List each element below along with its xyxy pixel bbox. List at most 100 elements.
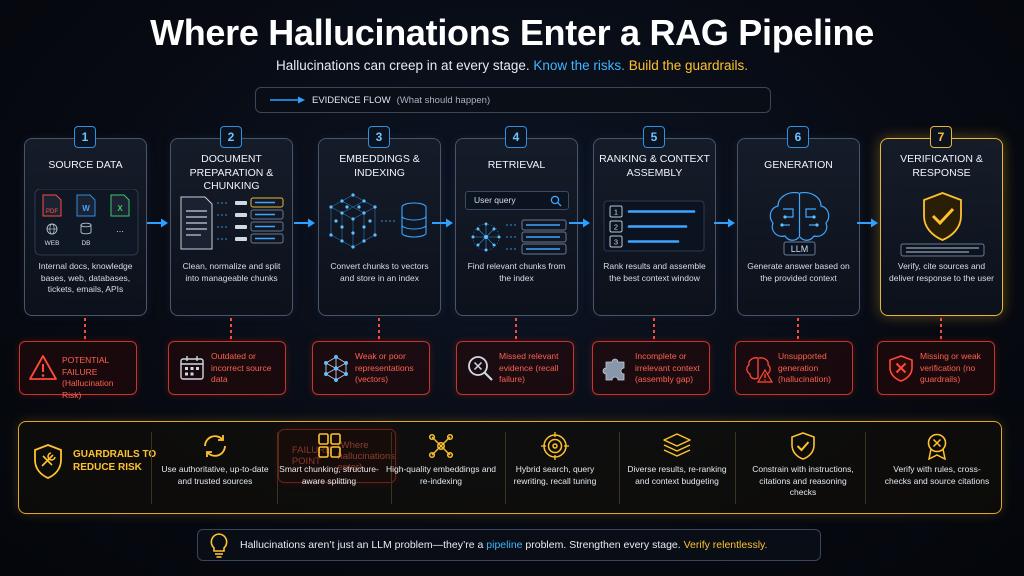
subtitle-guard: Build the guardrails.: [628, 58, 749, 73]
failure-box-retrieval: Missed relevant evidence (recall failure…: [456, 341, 574, 395]
failure-text: Weak or poor representations (vectors): [355, 351, 414, 384]
ranked-list-icon: 1 2 3: [603, 200, 705, 252]
footer-highlight: pipeline: [486, 539, 523, 551]
subtitle-risk: Know the risks.: [533, 58, 625, 73]
vector-dot: [340, 239, 344, 243]
subtitle-lead: Hallucinations can creep in at every sta…: [275, 58, 530, 73]
failure-text: Missed relevant evidence (recall failure…: [499, 351, 559, 384]
file-label: X: [117, 204, 123, 213]
failure-text: Unsupported generation (hallucination): [778, 351, 831, 384]
vector-dot: [368, 219, 372, 223]
lightbulb-icon: [210, 533, 228, 558]
guardrail-item: High-quality embeddings and re-indexing: [385, 430, 497, 510]
stage-number: 7: [930, 126, 952, 148]
failure-box-potential: POTENTIAL FAILURE (Hallucination Risk): [19, 341, 137, 400]
stage-document-preparation: DOCUMENT PREPARATION & CHUNKING: [170, 138, 293, 316]
brain-icon: LLM: [769, 192, 830, 256]
failure-connector: [797, 318, 799, 340]
query-placeholder: User query: [474, 195, 516, 205]
failure-box-embeddings: Weak or poor representations (vectors): [312, 341, 430, 395]
document-split-icon: [180, 196, 284, 250]
failure-connector: [378, 318, 380, 340]
guardrail-item: Constrain with instructions, citations a…: [747, 430, 859, 510]
file-label: W: [82, 204, 90, 213]
rank-label: 1: [614, 208, 618, 217]
stage-source-data: SOURCE DATA PDF W X WEB DB ... Internal …: [24, 138, 147, 316]
page-title: Where Hallucinations Enter a RAG Pipelin…: [150, 12, 874, 53]
stage-embeddings-indexing: EMBEDDINGS & INDEXING Convert chunks to …: [318, 138, 441, 316]
rank-label: 3: [614, 238, 618, 247]
nodes-icon: [428, 433, 454, 459]
stage-title: GENERATION: [764, 159, 833, 171]
vector-dot: [345, 205, 349, 209]
failure-connector: [84, 318, 86, 340]
search-icon: [550, 195, 562, 207]
stage-number: 3: [368, 126, 390, 148]
file-label: WEB: [45, 240, 60, 247]
stage-title: VERIFICATION & RESPONSE: [900, 153, 983, 179]
vector-dot: [329, 233, 333, 237]
vector-dot: [351, 193, 355, 197]
vector-dot: [351, 231, 355, 235]
failure-connector: [653, 318, 655, 340]
failure-connector: [515, 318, 517, 340]
guardrail-text: High-quality embeddings and re-indexing: [385, 464, 497, 486]
flow-arrow-icon: [294, 218, 315, 228]
vector-dot: [340, 211, 344, 215]
vector-dot: [329, 205, 333, 209]
stage-desc: Find relevant chunks from the index: [467, 261, 566, 283]
failure-text: Incomplete or irrelevant context (assemb…: [635, 351, 700, 384]
file-label: PDF: [46, 209, 58, 215]
footer-part2: problem. Strengthen every stage.: [525, 539, 681, 551]
guardrails-panel: GUARDRAILS TO REDUCE RISK Use authoritat…: [18, 421, 1002, 514]
failure-box-verification: Missing or weak verification (no guardra…: [877, 341, 995, 395]
llm-label: LLM: [791, 244, 809, 254]
vector-dot: [340, 225, 344, 229]
stage-title: RANKING & CONTEXT ASSEMBLY: [599, 153, 710, 179]
shield-check-icon: [900, 192, 985, 257]
vector-dot: [351, 217, 355, 221]
stage-number: 6: [787, 126, 809, 148]
stage-ranking-context: RANKING & CONTEXT ASSEMBLY 1 2 3 Rank re…: [593, 138, 716, 316]
stage-title: DOCUMENT PREPARATION & CHUNKING: [189, 153, 274, 192]
stage-desc: Internal docs, knowledge bases, web, dat…: [38, 261, 133, 294]
guardrail-text: Hybrid search, query rewriting, recall t…: [513, 464, 597, 486]
stage-verification-response: VERIFICATION & RESPONSE Verify, cite sou…: [880, 138, 1003, 316]
flow-arrow-icon: [432, 218, 453, 228]
shield-tools-icon: [34, 444, 62, 479]
vector-dot: [373, 233, 377, 237]
vector-dot: [362, 239, 366, 243]
failure-box-generation: Unsupported generation (hallucination): [735, 341, 853, 395]
rank-label: 2: [614, 223, 618, 232]
retrieval-network-icon: [471, 219, 567, 255]
flow-arrow-icon: [714, 218, 735, 228]
guardrail-text: Use authoritative, up-to-date and truste…: [161, 464, 269, 486]
guardrail-text: Diverse results, re-ranking and context …: [627, 464, 727, 486]
stage-retrieval: RETRIEVAL User query: [455, 138, 578, 316]
network-icon: [324, 355, 348, 382]
stage-desc: Verify, cite sources and deliver respons…: [889, 261, 994, 283]
guardrail-item: Verify with rules, cross-checks and sour…: [881, 430, 993, 510]
guardrail-item: Use authoritative, up-to-date and truste…: [159, 430, 271, 510]
vector-dot: [362, 199, 366, 203]
footer-emphasis: Verify relentlessly.: [683, 539, 768, 551]
target-icon: [541, 432, 569, 460]
legend-evidence-flow: EVIDENCE FLOW (What should happen): [270, 95, 490, 106]
guardrail-item: Smart chunking, structure-aware splittin…: [273, 430, 385, 510]
shield-check-icon: [791, 432, 815, 460]
legend-flow-label: EVIDENCE FLOW: [312, 94, 391, 106]
failure-text: POTENTIAL FAILURE (Hallucination Risk): [62, 355, 114, 400]
flow-arrow-icon: [147, 218, 168, 228]
guardrail-item: Hybrid search, query rewriting, recall t…: [499, 430, 611, 510]
puzzle-icon: [602, 358, 625, 381]
layers-icon: [663, 433, 691, 457]
failure-text: Outdated or incorrect source data: [211, 351, 272, 384]
legend: EVIDENCE FLOW (What should happen) FAILU…: [255, 87, 771, 483]
guardrails-heading-text: GUARDRAILS TO REDUCE RISK: [73, 449, 157, 473]
calendar-icon: [180, 356, 204, 380]
brain-warning-icon: [746, 357, 774, 383]
query-box: User query: [465, 191, 569, 210]
stage-desc: Generate answer based on the provided co…: [747, 261, 850, 283]
guardrail-item: Diverse results, re-ranking and context …: [621, 430, 733, 510]
file-label: ...: [116, 224, 124, 234]
